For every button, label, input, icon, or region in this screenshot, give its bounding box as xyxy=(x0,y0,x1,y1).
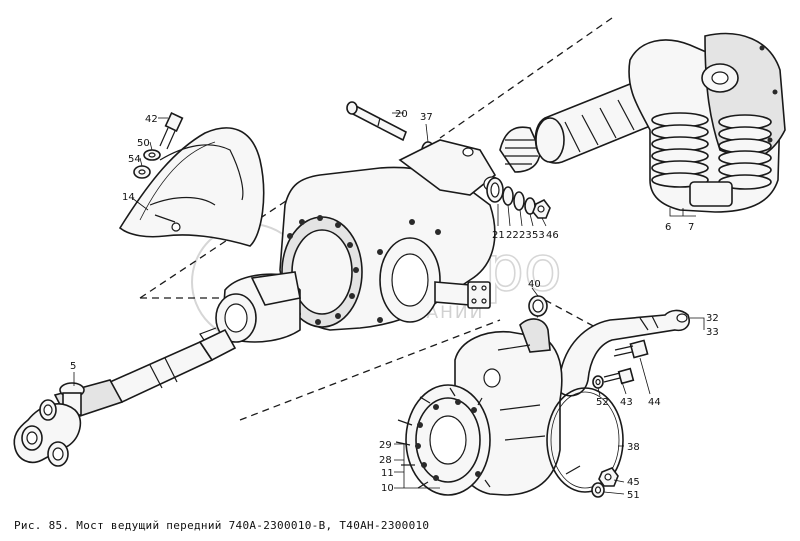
callout-50: 50 xyxy=(137,138,150,149)
washer-52 xyxy=(592,375,604,389)
bolt-42 xyxy=(159,112,184,150)
seal-rings xyxy=(486,177,551,219)
callout-20: 20 xyxy=(395,109,408,120)
cardan-shaft xyxy=(13,328,237,467)
callout-45: 45 xyxy=(627,477,640,488)
callout-29: 29 xyxy=(379,440,392,451)
callout-44: 44 xyxy=(648,397,661,408)
callout-7: 7 xyxy=(688,222,694,233)
figure-caption: Рис. 85. Мост ведущий передний 740А-2300… xyxy=(14,519,430,532)
pin-20 xyxy=(346,101,407,142)
callout-37: 37 xyxy=(420,112,433,123)
callout-46: 46 xyxy=(546,230,559,241)
callout-11: 11 xyxy=(381,468,394,479)
callout-leaders xyxy=(73,112,705,495)
callout-53: 53 xyxy=(532,230,545,241)
callout-38: 38 xyxy=(627,442,640,453)
callout-52: 52 xyxy=(596,397,609,408)
bolt-43 xyxy=(603,367,635,385)
callout-10: 10 xyxy=(381,483,394,494)
callout-51: 51 xyxy=(627,490,640,501)
steering-arm xyxy=(559,309,690,397)
callout-54: 54 xyxy=(128,154,141,165)
gasket-38 xyxy=(546,387,624,493)
callout-22: 22 xyxy=(506,230,519,241)
washer-51 xyxy=(591,482,605,498)
callout-21: 21 xyxy=(492,230,505,241)
callout-43: 43 xyxy=(620,397,633,408)
callout-14: 14 xyxy=(122,192,135,203)
left-axle-sleeve xyxy=(199,271,301,353)
final-drive-lower xyxy=(395,318,563,496)
callout-6: 6 xyxy=(665,222,671,233)
nut-45 xyxy=(598,467,619,487)
right-shaft-stub xyxy=(434,281,491,309)
callout-42: 42 xyxy=(145,114,158,125)
bolt-44 xyxy=(613,339,649,359)
washer-54 xyxy=(133,165,151,179)
final-drive-upper xyxy=(628,32,786,213)
spring-coils xyxy=(651,112,772,190)
callout-23: 23 xyxy=(519,230,532,241)
callout-32: 32 xyxy=(706,313,719,324)
drive-shaft-right xyxy=(499,126,541,173)
washer-50 xyxy=(143,149,161,161)
wheel-studs xyxy=(395,387,491,489)
guard-cover xyxy=(118,127,265,247)
callout-40: 40 xyxy=(528,279,541,290)
callout-5: 5 xyxy=(70,361,76,372)
callout-labels: 42 50 54 14 20 37 6 7 21 22 23 53 46 40 … xyxy=(70,109,719,501)
callout-28: 28 xyxy=(379,455,392,466)
callout-33: 33 xyxy=(706,327,719,338)
ring-40 xyxy=(528,295,548,317)
